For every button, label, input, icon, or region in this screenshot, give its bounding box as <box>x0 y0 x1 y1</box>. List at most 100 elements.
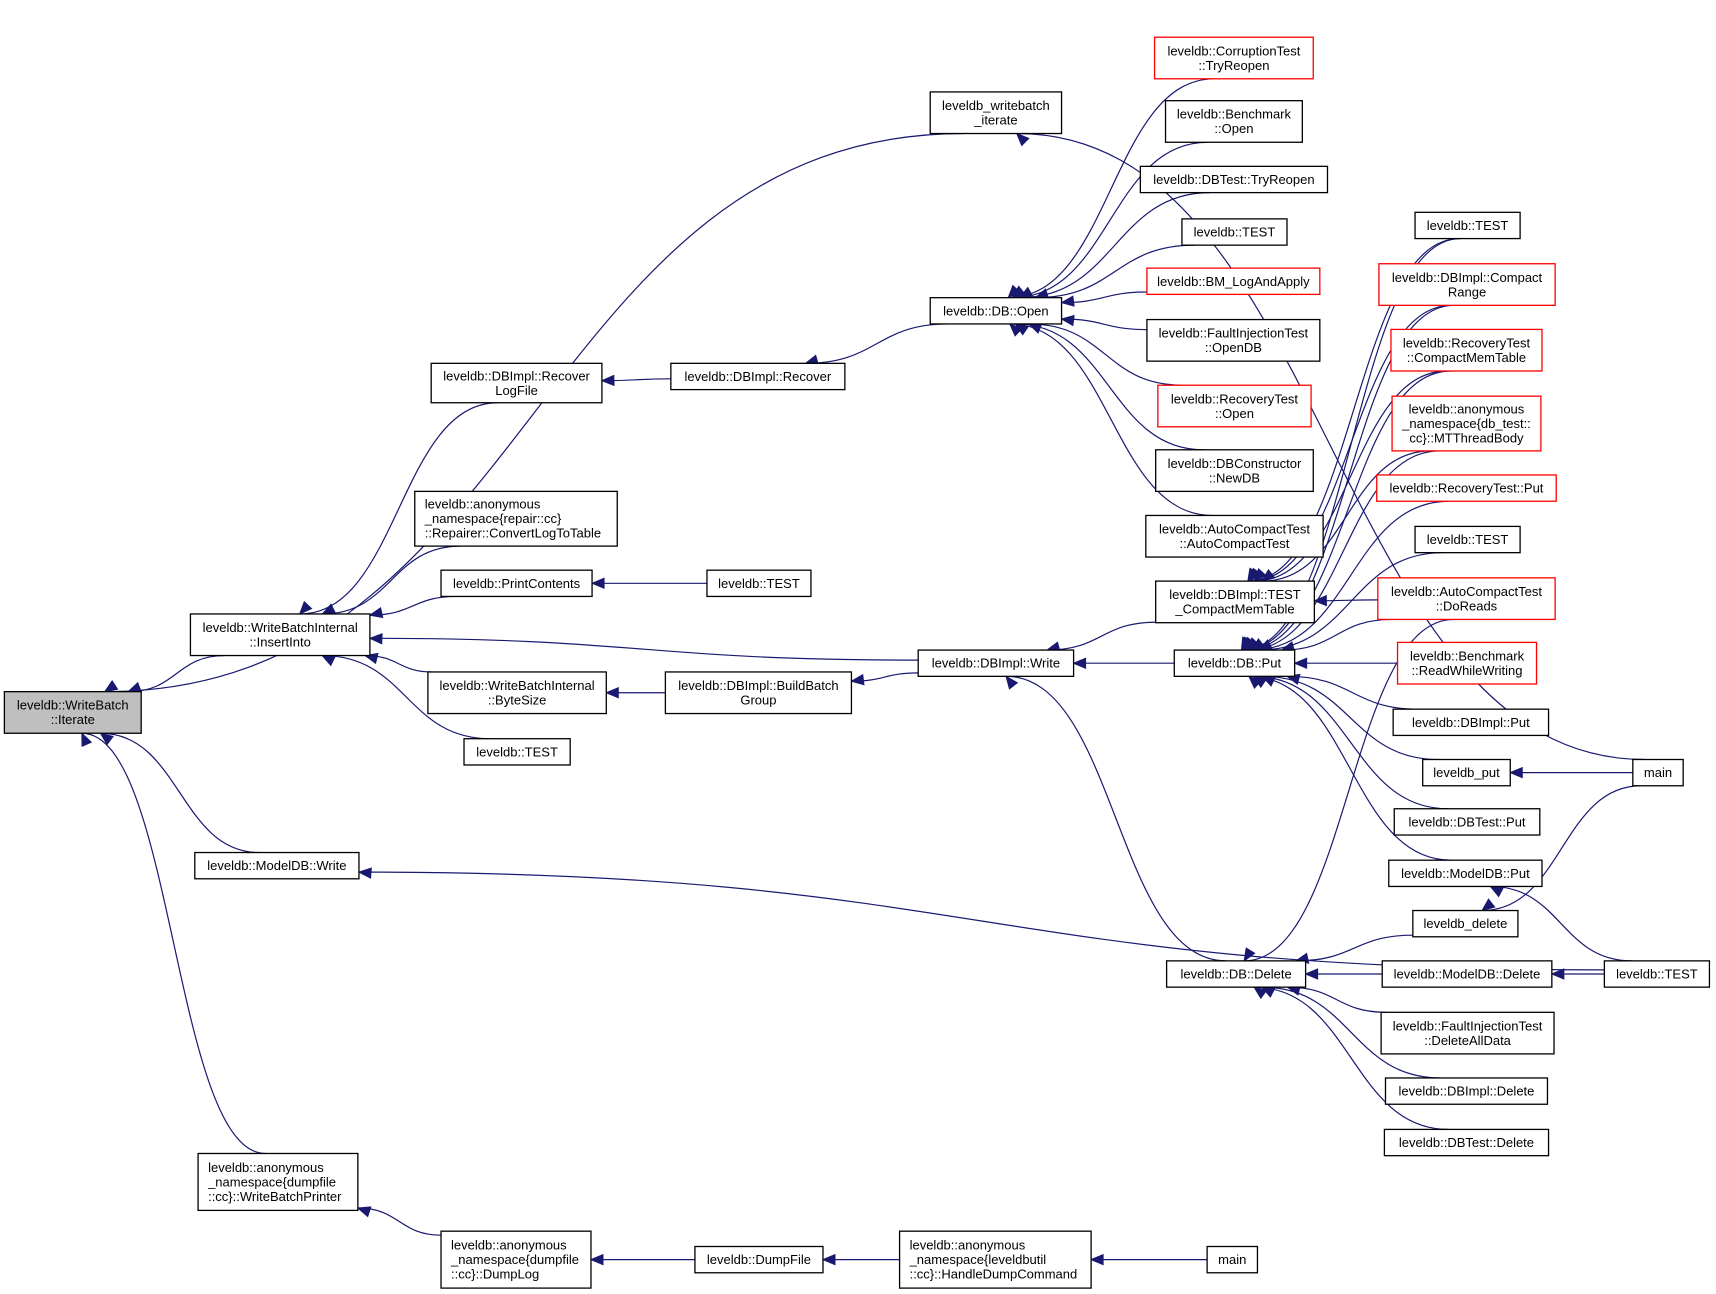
node-bytesize[interactable]: leveldb::WriteBatchInternal::ByteSize <box>427 671 607 715</box>
node-modeldb_delete[interactable]: leveldb::ModelDB::Delete <box>1381 960 1553 988</box>
node-doreads[interactable]: leveldb::AutoCompactTest::DoReads <box>1377 577 1556 621</box>
node-label: ::cc}::WriteBatchPrinter <box>208 1189 342 1204</box>
node-box <box>1390 328 1543 372</box>
node-main_a[interactable]: main <box>1632 758 1684 787</box>
node-modeldb_write[interactable]: leveldb::ModelDB::Write <box>194 851 360 880</box>
node-label: leveldb::DB::Put <box>1188 656 1282 671</box>
node-mtthread[interactable]: leveldb::anonymous_namespace{db_test::cc… <box>1391 395 1542 452</box>
node-recov_open[interactable]: leveldb::RecoveryTest::Open <box>1157 384 1312 428</box>
node-label: leveldb::DBTest::TryReopen <box>1153 172 1314 187</box>
node-label: leveldb::TEST <box>1427 218 1509 233</box>
node-leveldb_delete[interactable]: leveldb_delete <box>1412 909 1519 938</box>
arrowhead-icon <box>590 577 605 590</box>
node-fault_deleteall[interactable]: leveldb::FaultInjectionTest::DeleteAllDa… <box>1380 1011 1555 1055</box>
edge-line <box>369 595 457 616</box>
edge-dbimpl_write-to-insertinto <box>368 633 919 661</box>
node-test_compactmem[interactable]: leveldb::DBImpl::TEST_CompactMemTable <box>1155 580 1316 624</box>
edge-line <box>1244 618 1454 962</box>
edge-autocompact_ctor-to-dbopen <box>1008 323 1213 517</box>
node-box <box>1632 758 1684 787</box>
node-label: leveldb::TEST <box>476 744 558 759</box>
node-wbprinter[interactable]: leveldb::anonymous_namespace{dumpfile::c… <box>197 1152 359 1212</box>
node-recov_compactmem[interactable]: leveldb::RecoveryTest::CompactMemTable <box>1390 328 1543 372</box>
node-dbopen[interactable]: leveldb::DB::Open <box>929 297 1063 325</box>
edge-test_f-to-modeldb_delete <box>1550 968 1605 980</box>
edge-line <box>1286 675 1419 710</box>
node-dbtest_delete[interactable]: leveldb::DBTest::Delete <box>1383 1128 1550 1157</box>
node-bench_open[interactable]: leveldb::Benchmark::Open <box>1164 100 1303 143</box>
node-label: ::Open <box>1215 406 1254 421</box>
node-main_b[interactable]: main <box>1206 1245 1259 1274</box>
node-dbtest_reopen[interactable]: leveldb::DBTest::TryReopen <box>1139 165 1329 194</box>
node-test_a[interactable]: leveldb::TEST <box>463 738 571 766</box>
node-test_f[interactable]: leveldb::TEST <box>1603 960 1711 988</box>
node-insertinto[interactable]: leveldb::WriteBatchInternal::InsertInto <box>189 613 371 657</box>
edge-line <box>81 732 266 1155</box>
arrowhead-icon <box>1243 947 1256 962</box>
arrowhead-icon <box>821 1253 836 1266</box>
node-test_d[interactable]: leveldb::TEST <box>1414 211 1521 240</box>
arrowhead-icon <box>1015 132 1030 147</box>
edge-line <box>358 871 1605 971</box>
node-test_c[interactable]: leveldb::TEST <box>1181 218 1288 246</box>
edge-bm_log-to-dbopen <box>1060 291 1147 307</box>
node-dbimpl_write[interactable]: leveldb::DBImpl::Write <box>917 649 1075 677</box>
node-box <box>1157 384 1312 428</box>
edge-test_b-to-printcontents <box>590 577 707 590</box>
node-wb_iterate[interactable]: leveldb_writebatch_iterate <box>929 91 1063 135</box>
node-test_e[interactable]: leveldb::TEST <box>1414 525 1521 554</box>
edge-dumpfile-to-dumplog <box>589 1253 695 1266</box>
edge-line <box>299 402 499 615</box>
node-handledump[interactable]: leveldb::anonymous_namespace{leveldbutil… <box>898 1230 1092 1289</box>
node-box <box>1146 318 1321 362</box>
edge-line <box>1262 675 1439 761</box>
node-label: leveldb::WriteBatchInternal <box>203 620 358 635</box>
node-convertlog[interactable]: leveldb::anonymous_namespace{repair::cc}… <box>414 490 618 547</box>
node-dumplog[interactable]: leveldb::anonymous_namespace{dumpfile::c… <box>440 1230 592 1289</box>
node-dbput[interactable]: leveldb::DB::Put <box>1173 649 1296 677</box>
node-fault_opendb[interactable]: leveldb::FaultInjectionTest::OpenDB <box>1146 318 1321 362</box>
node-modeldb_put[interactable]: leveldb::ModelDB::Put <box>1388 859 1543 888</box>
arrowhead-icon <box>368 633 383 645</box>
node-bm_log[interactable]: leveldb::BM_LogAndApply <box>1146 267 1321 296</box>
edge-dbimpl_write-to-buildbatch <box>850 672 919 686</box>
node-corrupt_reopen[interactable]: leveldb::CorruptionTest::TryReopen <box>1153 36 1314 80</box>
node-label: leveldb_writebatch <box>942 98 1050 113</box>
node-box <box>1139 165 1329 194</box>
node-box <box>1378 263 1556 306</box>
edge-line <box>1006 675 1226 962</box>
node-recov_put[interactable]: leveldb::RecoveryTest::Put <box>1376 474 1557 502</box>
arrowhead-icon <box>1489 885 1505 898</box>
node-label: leveldb::RecoveryTest <box>1171 391 1299 406</box>
node-label: ::cc}::DumpLog <box>451 1267 539 1282</box>
node-printcontents[interactable]: leveldb::PrintContents <box>440 569 593 598</box>
edge-line <box>1490 885 1632 962</box>
node-dbimpl_delete[interactable]: leveldb::DBImpl::Delete <box>1384 1077 1549 1105</box>
node-label: _iterate <box>973 112 1017 127</box>
node-dumpfile[interactable]: leveldb::DumpFile <box>694 1245 824 1274</box>
node-dbdelete[interactable]: leveldb::DB::Delete <box>1165 960 1307 988</box>
node-autocompact_ctor[interactable]: leveldb::AutoCompactTest::AutoCompactTes… <box>1145 514 1324 558</box>
node-leveldb_put[interactable]: leveldb_put <box>1422 758 1511 787</box>
edge-test_a-to-insertinto <box>321 654 491 740</box>
node-label: LogFile <box>495 383 538 398</box>
edge-line <box>1019 192 1211 299</box>
edge-bytesize-to-insertinto <box>363 652 433 673</box>
node-dbtest_put[interactable]: leveldb::DBTest::Put <box>1393 808 1541 836</box>
node-recover[interactable]: leveldb::DBImpl::Recover <box>670 362 846 391</box>
edge-line <box>1251 500 1450 651</box>
edge-line <box>1247 237 1460 582</box>
node-readwhilewriting[interactable]: leveldb::Benchmark::ReadWhileWriting <box>1396 641 1538 685</box>
edge-line <box>1242 304 1455 651</box>
node-dbimpl_put[interactable]: leveldb::DBImpl::Put <box>1392 708 1550 737</box>
node-dbctor_newdb[interactable]: leveldb::DBConstructor::NewDB <box>1155 449 1314 493</box>
node-label: leveldb::AutoCompactTest <box>1159 522 1310 537</box>
node-iterate[interactable]: leveldb::WriteBatch::Iterate <box>3 691 142 734</box>
node-box <box>197 1152 359 1212</box>
node-test_b[interactable]: leveldb::TEST <box>706 569 812 598</box>
edge-line <box>100 732 260 854</box>
arrowhead-icon <box>99 732 114 746</box>
